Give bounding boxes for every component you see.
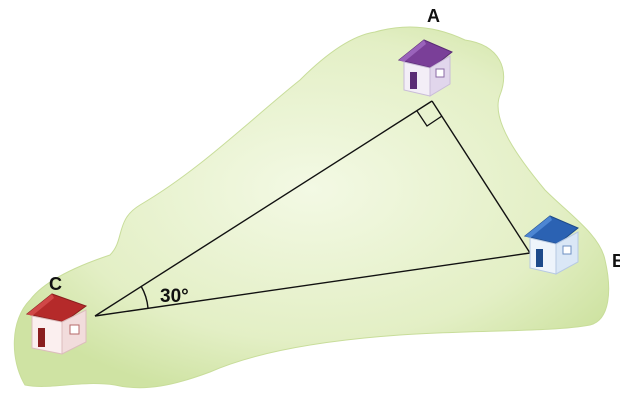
house-C-icon	[25, 293, 88, 355]
segment-AB	[431, 100, 531, 254]
point-label-A: A	[427, 6, 440, 26]
segment-CB	[94, 252, 531, 317]
segment-CA	[94, 100, 433, 317]
angle-label-C: 30°	[160, 286, 189, 307]
point-label-B: B	[612, 251, 620, 271]
house-A-icon	[397, 39, 453, 97]
house-B-icon	[523, 215, 579, 275]
point-label-C: C	[49, 274, 62, 294]
angle-arc-C	[140, 285, 149, 309]
right-angle-marker	[416, 110, 443, 127]
land-region	[13, 26, 610, 389]
